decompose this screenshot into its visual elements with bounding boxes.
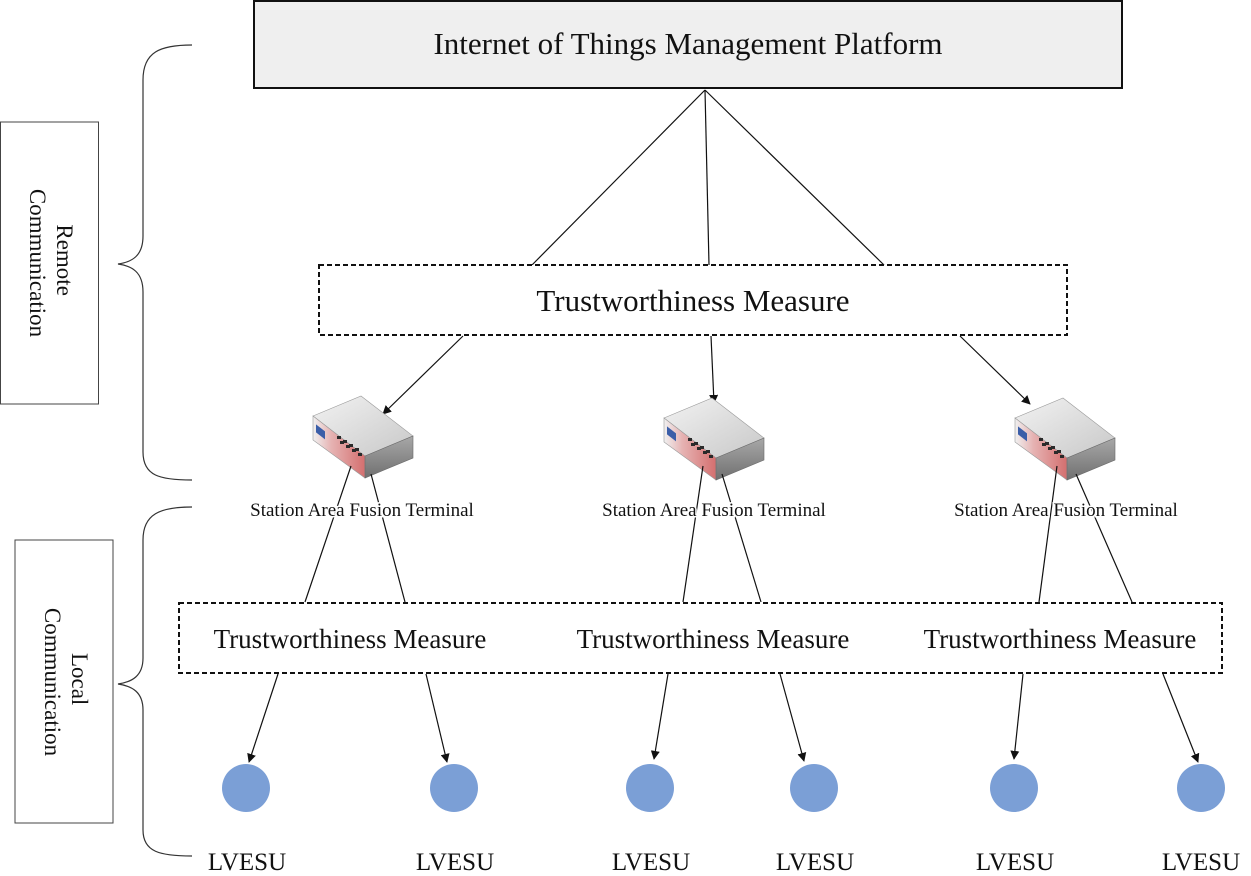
local-communication-label: Local Communication bbox=[14, 539, 114, 824]
local-measure-3-label: Trustworthiness Measure bbox=[924, 624, 1197, 654]
terminal-3-label: Station Area Fusion Terminal bbox=[954, 500, 1178, 521]
top-trust-measure-box: Trustworthiness Measure bbox=[318, 264, 1068, 336]
remote-label-line1: Remote bbox=[52, 224, 77, 296]
platform-links bbox=[531, 89, 885, 266]
remote-brace bbox=[117, 44, 193, 481]
device-2-label: LVESU bbox=[416, 849, 494, 876]
local-label-line2: Communication bbox=[40, 608, 65, 757]
terminal-2-device bbox=[663, 397, 765, 481]
local-measure-1-label: Trustworthiness Measure bbox=[214, 624, 487, 654]
device-3-label: LVESU bbox=[612, 849, 690, 876]
device-node-3 bbox=[626, 764, 674, 812]
platform-title: Internet of Things Management Platform bbox=[433, 26, 942, 61]
local-measure-2-label: Trustworthiness Measure bbox=[577, 624, 850, 654]
terminal-links bbox=[304, 465, 1133, 603]
device-6-label: LVESU bbox=[1162, 849, 1240, 876]
svg-text:Remote Communication: Remote Communication bbox=[25, 189, 77, 338]
local-brace bbox=[117, 506, 193, 857]
device-node-5 bbox=[990, 764, 1038, 812]
device-node-1 bbox=[222, 764, 270, 812]
measure-to-terminal-arrows bbox=[382, 335, 1031, 415]
device-4-label: LVESU bbox=[776, 849, 854, 876]
terminal-1-label: Station Area Fusion Terminal bbox=[250, 500, 474, 521]
measure-to-device-arrows bbox=[247, 673, 1200, 763]
device-node-4 bbox=[790, 764, 838, 812]
iot-platform-box: Internet of Things Management Platform bbox=[253, 0, 1123, 89]
remote-communication-label: Remote Communication bbox=[0, 121, 99, 405]
svg-text:Local Communication: Local Communication bbox=[40, 608, 92, 757]
device-5-label: LVESU bbox=[976, 849, 1054, 876]
terminal-3-device bbox=[1014, 397, 1116, 481]
device-nodes bbox=[222, 764, 1225, 812]
local-label-line1: Local bbox=[67, 653, 92, 705]
remote-label-line2: Communication bbox=[25, 189, 50, 338]
local-trust-measure-box: Trustworthiness Measure Trustworthiness … bbox=[178, 602, 1223, 674]
terminal-1-device bbox=[312, 395, 414, 479]
device-labels: LVESU LVESU LVESU LVESU LVESU LVESU bbox=[208, 849, 1240, 876]
terminal-2-label: Station Area Fusion Terminal bbox=[602, 500, 826, 521]
device-node-2 bbox=[430, 764, 478, 812]
device-1-label: LVESU bbox=[208, 849, 286, 876]
top-trust-measure-title: Trustworthiness Measure bbox=[536, 283, 849, 318]
device-node-6 bbox=[1177, 764, 1225, 812]
terminal-labels: Station Area Fusion Terminal Station Are… bbox=[249, 499, 1180, 523]
